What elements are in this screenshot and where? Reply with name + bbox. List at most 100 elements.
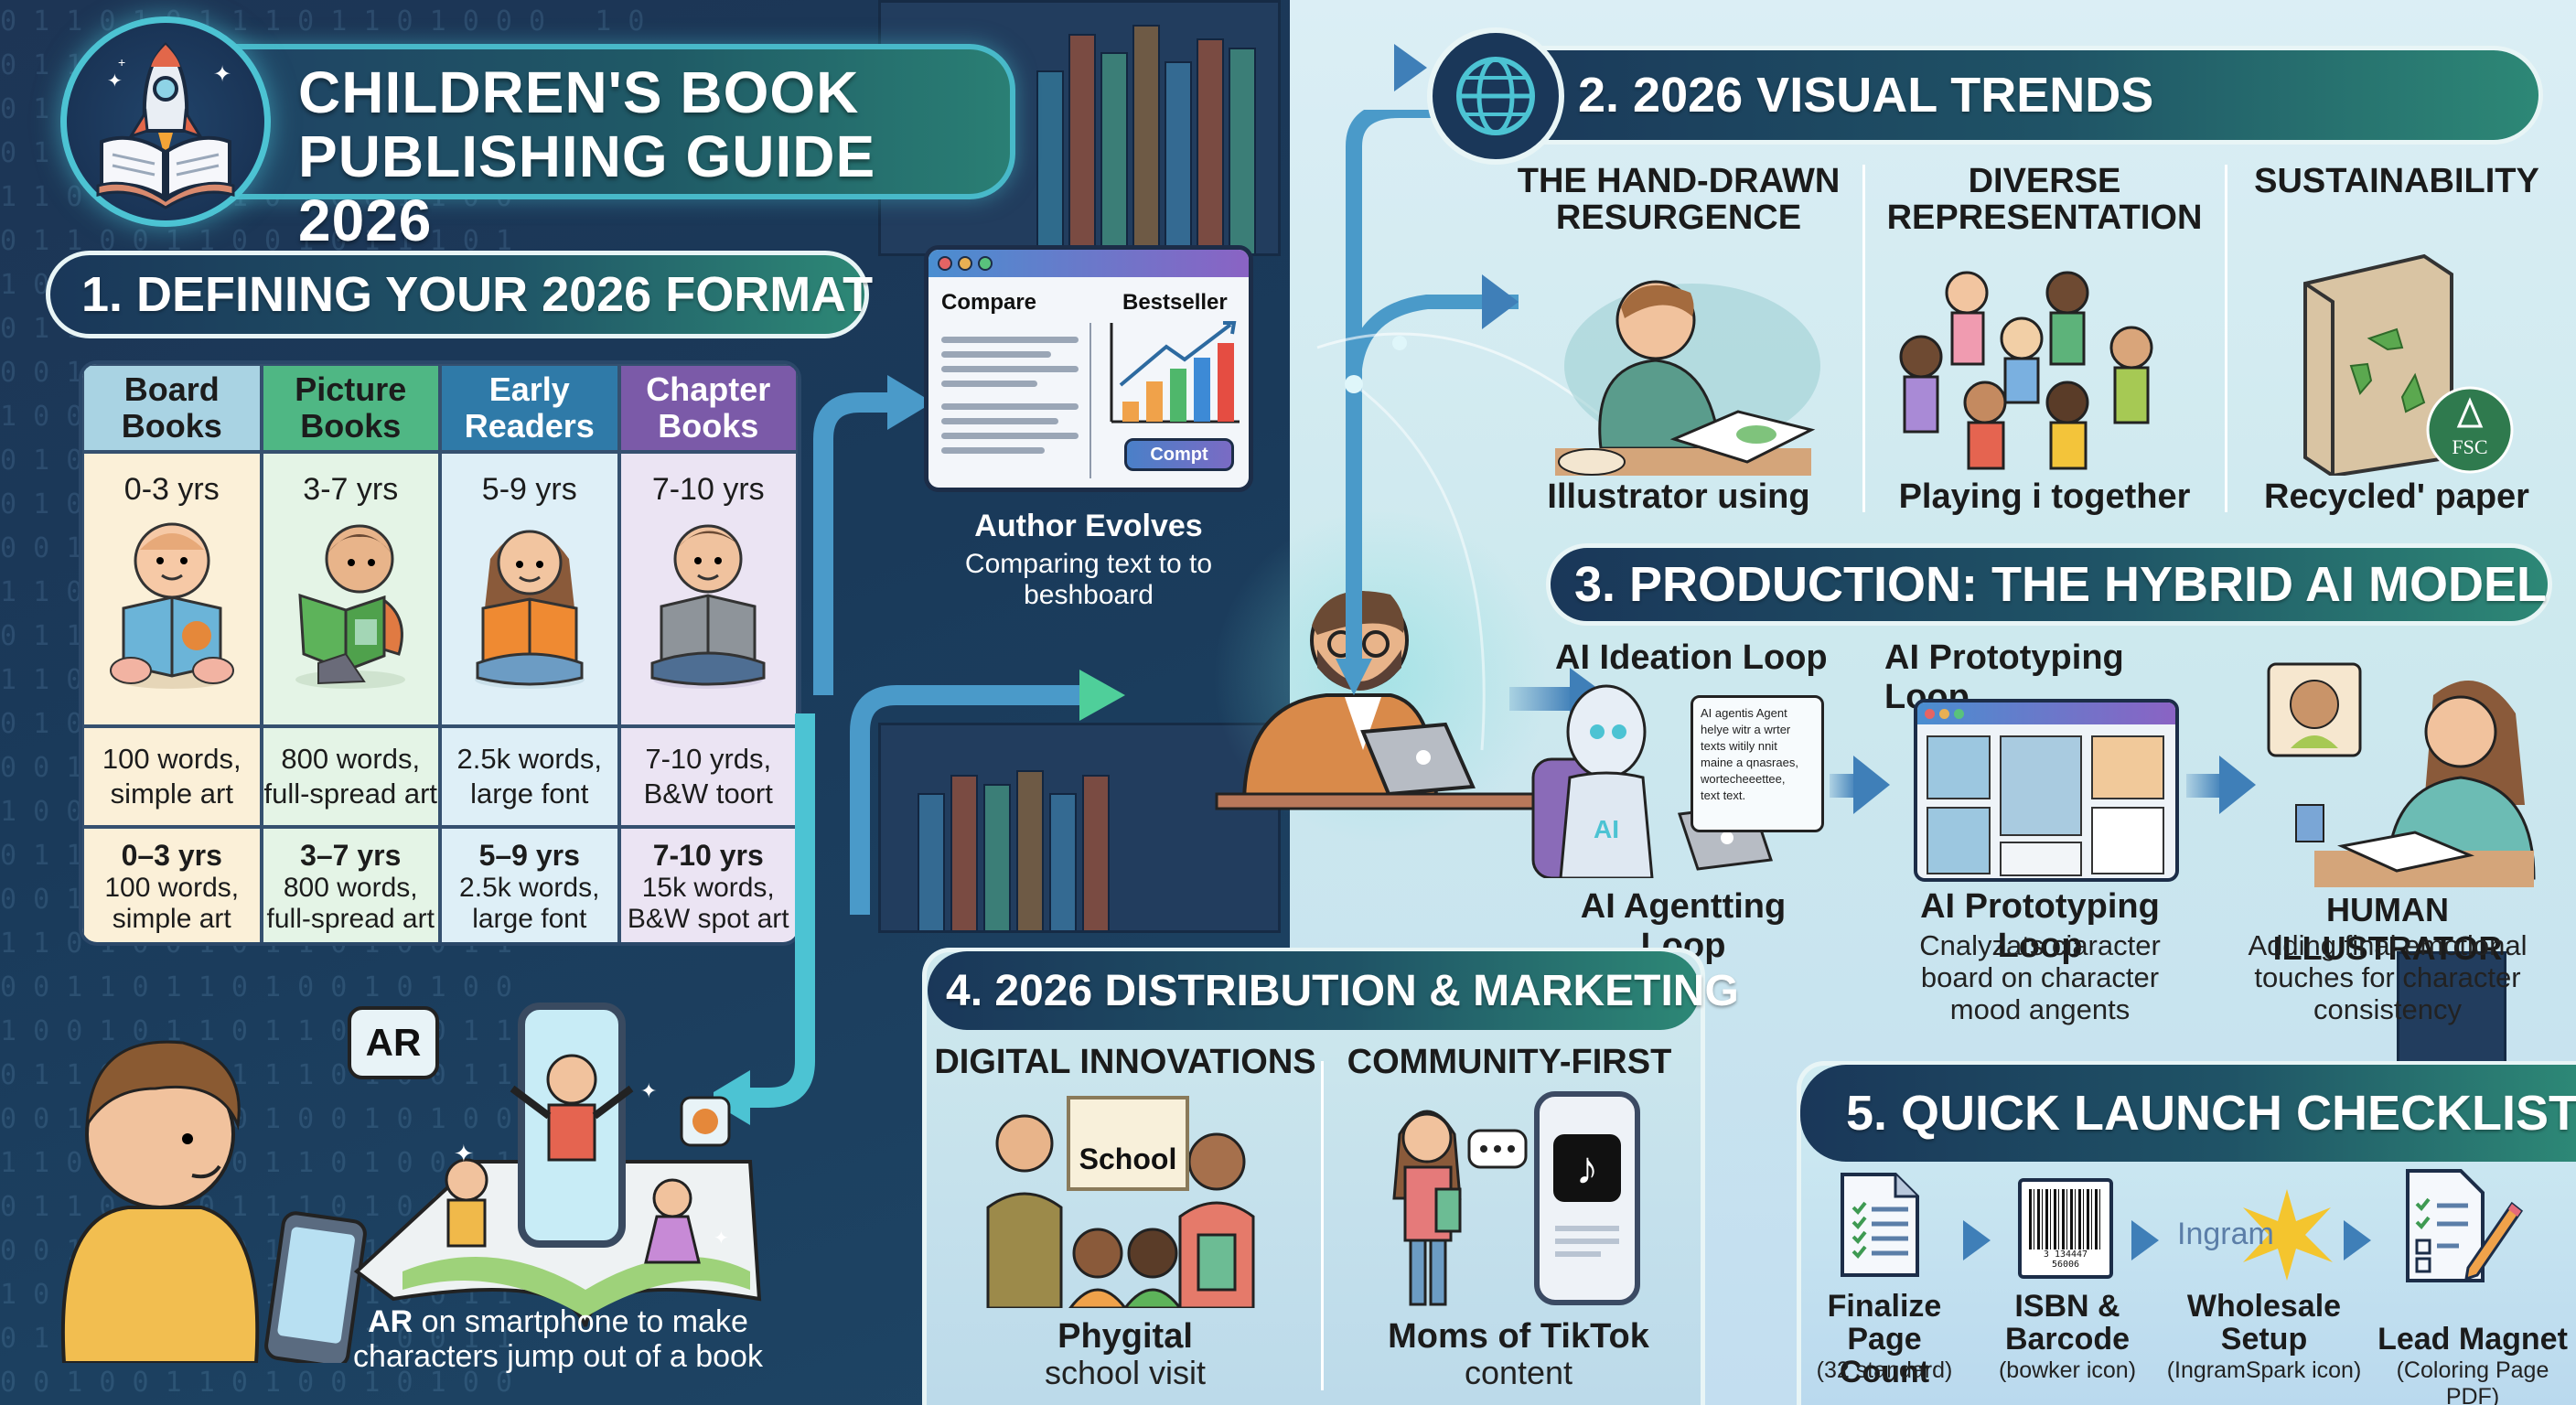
ar-caption: AR on smartphone to make characters jump… <box>353 1304 763 1374</box>
window-titlebar <box>928 250 1249 277</box>
fsc-badge-icon: FSC <box>2452 435 2487 458</box>
maximize-dot-icon[interactable] <box>1954 708 1964 719</box>
arrow-prototyping-to-human <box>2186 774 2223 798</box>
age-cell-board: 0-3 yrs <box>82 452 262 726</box>
svg-text:✦: ✦ <box>213 62 231 87</box>
bookshelf-right <box>2397 951 2506 1079</box>
svg-text:✦: ✦ <box>714 1228 729 1249</box>
rocket-book-icon: ✦✦+ <box>60 16 271 227</box>
tiktok-caption: content <box>1464 1354 1573 1391</box>
character-thumb-1[interactable] <box>1927 735 1991 799</box>
title-line-1: CHILDREN'S BOOK <box>298 59 860 125</box>
bestseller-bar-chart-icon <box>1110 321 1240 424</box>
step-title-human-illustrator: HUMAN ILLUSTRATOR <box>2272 891 2503 967</box>
maximize-dot-icon[interactable] <box>978 256 993 271</box>
minimize-dot-icon[interactable] <box>958 256 972 271</box>
phygital-title: Phygital <box>1057 1317 1193 1356</box>
child-reading-green-book-icon <box>295 524 406 689</box>
girl-reading-orange-book-icon <box>474 530 585 689</box>
title-banner: CHILDREN'S BOOK PUBLISHING GUIDE 2026 <box>137 44 1015 252</box>
ar-speech-bubble: AR <box>348 1006 439 1079</box>
arrow-to-section-3 <box>1509 687 1573 711</box>
step-lead-magnet-sub: (Coloring Page PDF) <box>2396 1357 2549 1405</box>
desc-cell-chapter: 7-10 yrds,B&W toort <box>618 726 798 827</box>
baby-reading-icon <box>109 522 234 689</box>
arrow-ideation-to-prototyping <box>1830 774 1857 798</box>
title-line-2: PUBLISHING GUIDE 2026 <box>298 123 876 253</box>
tiktok-title: Moms of TikTok <box>1388 1317 1649 1356</box>
desc-cell-picture: 800 words,full-spread art <box>261 726 440 827</box>
dist-heading-community: COMMUNITY-FIRST <box>1347 1043 1672 1081</box>
text-lines-placeholder <box>941 328 1079 462</box>
compare-label: Compare <box>941 290 1037 315</box>
close-dot-icon[interactable] <box>1925 708 1935 719</box>
checklist-arrow-2 <box>2131 1220 2159 1260</box>
step-lead-magnet-title: Lead Magnet <box>2377 1322 2568 1357</box>
checklist-document-icon <box>1841 1173 1919 1277</box>
section-1-header: 1. DEFINING YOUR 2026 FORMAT <box>46 251 873 338</box>
notes-thumb[interactable] <box>2091 807 2164 874</box>
tiktok-mom-illustration: ♪ <box>1392 1091 1640 1306</box>
prototype-window-titlebar <box>1917 702 2175 724</box>
flow-arrows-left <box>714 375 1125 1125</box>
ingramspark-icon: Ingram <box>2177 1189 2333 1281</box>
character-thumb-2[interactable] <box>2000 735 2082 836</box>
character-thumb-4[interactable] <box>1927 807 1991 874</box>
desc-cell-board: 100 words,simple art <box>82 726 262 827</box>
section-2-header: 2. 2026 VISUAL TRENDS <box>1464 46 2543 145</box>
desc-cell-early: 2.5k words,large font <box>440 726 619 827</box>
age-cell-picture: 3-7 yrs <box>261 452 440 726</box>
section-3-header: 3. PRODUCTION: THE HYBRID AI MODEL <box>1546 543 2552 626</box>
arrow-to-section-2-header <box>1394 44 1427 91</box>
step-isbn-sub: (bowker icon) <box>1998 1357 2137 1383</box>
bestseller-label: Bestseller <box>1122 290 1228 315</box>
arrow-head-prototyping-to-human <box>2219 756 2256 814</box>
close-dot-icon[interactable] <box>938 256 952 271</box>
character-thumb-3[interactable] <box>2091 735 2164 799</box>
diverse-children-playing-illustration <box>1899 271 2153 470</box>
section-5-header: 5. QUICK LAUNCH CHECKLIST <box>1800 1065 2576 1162</box>
human-illustrator-illustration <box>2267 662 2536 887</box>
tiktok-icon <box>1553 1134 1621 1202</box>
trend-caption-illustrator: Illustrator using <box>1547 477 1810 516</box>
globe-icon <box>1427 27 1564 165</box>
window-divider <box>1089 323 1091 478</box>
minimize-dot-icon[interactable] <box>1939 708 1949 719</box>
recycled-book-illustration: FSC <box>2303 253 2514 476</box>
checklist-arrow-1 <box>1963 1220 1991 1260</box>
age-cell-chapter: 7-10 yrs <box>618 452 798 726</box>
svg-text:✦: ✦ <box>640 1079 657 1102</box>
dist-heading-digital: DIGITAL INNOVATIONS <box>934 1043 1316 1081</box>
color-swatch-thumb[interactable] <box>2000 842 2082 876</box>
robot-ai-badge: AI <box>1594 815 1619 843</box>
compt-button[interactable]: Compt <box>1124 438 1234 471</box>
trend-title-sustainability: SUSTAINABILITY <box>2254 162 2539 200</box>
ai-ideation-loop-label: AI Ideation Loop <box>1555 638 1828 677</box>
arrow-to-section-2 <box>1482 274 1519 329</box>
checklist-arrow-3 <box>2344 1220 2371 1260</box>
checklist-pencil-icon <box>2406 1169 2523 1282</box>
ai-agent-speech-bubble: AI agentis Agent helye witr a wrter text… <box>1690 695 1824 832</box>
svg-text:♪: ♪ <box>1576 1142 1599 1194</box>
svg-text:✦: ✦ <box>107 71 123 91</box>
step-isbn-title: ISBN &Barcode <box>2004 1289 2131 1357</box>
compare-dashboard-window: Compare Bestseller Compt <box>924 245 1253 492</box>
step-wholesale-sub: (IngramSpark icon) <box>2166 1357 2362 1383</box>
illustrator-drawing-illustration <box>1555 280 1820 476</box>
school-visit-illustration <box>986 1114 1255 1308</box>
arrow-head-ideation-to-prototyping <box>1853 756 1890 814</box>
ar-smartphone-illustration: ✦✦✦ <box>60 1003 762 1363</box>
step-title-ai-prototyping: AI Prototyping Loop <box>1920 887 2160 965</box>
boy-reading-gray-book-icon <box>650 524 766 689</box>
author-evolves-title: Author Evolves <box>974 509 1203 543</box>
trend-divider-2 <box>2225 165 2227 512</box>
